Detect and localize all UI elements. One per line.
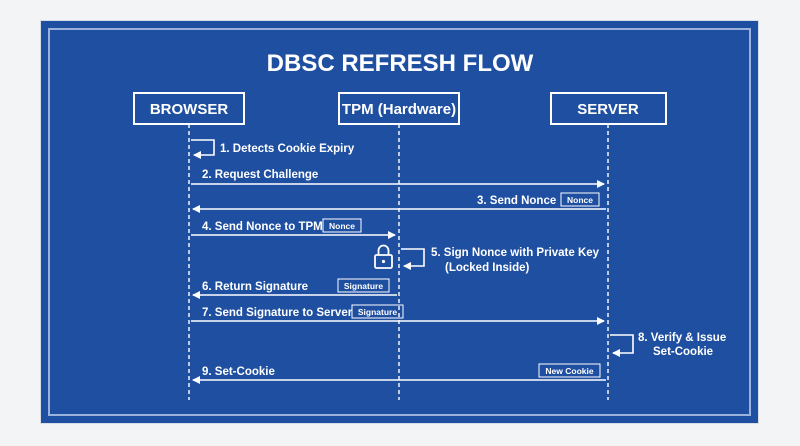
message-9-label: 9. Set-Cookie: [202, 366, 275, 378]
message-8-arrow: [610, 334, 634, 357]
message-7-tag: Signature: [358, 307, 397, 317]
actor-browser-label: BROWSER: [150, 101, 229, 118]
message-3-label: 3. Send Nonce: [477, 195, 556, 207]
message-2-label: 2. Request Challenge: [202, 169, 318, 181]
message-5-label: 5. Sign Nonce with Private Key: [431, 247, 600, 259]
message-4-tag-box: [322, 218, 362, 233]
message-8-label: 8. Verify & Issue: [638, 332, 726, 344]
message-7-label: 7. Send Signature to Server: [202, 307, 353, 319]
message-5-arrow: [401, 248, 425, 270]
message-7-tag-box: [351, 304, 404, 319]
diagram-title: DBSC REFRESH FLOW: [267, 50, 534, 77]
message-6-tag: Signature: [344, 281, 383, 291]
message-1-arrow: [191, 139, 215, 159]
message-8-label-line2: Set-Cookie: [653, 346, 713, 358]
message-6-label: 6. Return Signature: [202, 281, 308, 293]
message-3-tag-box: [560, 192, 600, 207]
message-9-tag-box: [538, 363, 601, 378]
message-1-label: 1. Detects Cookie Expiry: [220, 143, 355, 155]
message-5-label-line2: (Locked Inside): [445, 262, 530, 274]
message-9-tag: New Cookie: [545, 366, 593, 376]
message-3-tag: Nonce: [567, 195, 593, 205]
lock-icon: [374, 244, 393, 269]
message-4-tag: Nonce: [329, 221, 355, 231]
message-6-tag-box: [337, 278, 390, 293]
actor-tpm-label: TPM (Hardware): [342, 101, 456, 118]
message-4-label: 4. Send Nonce to TPM: [202, 221, 323, 233]
actor-server-label: SERVER: [577, 101, 639, 118]
